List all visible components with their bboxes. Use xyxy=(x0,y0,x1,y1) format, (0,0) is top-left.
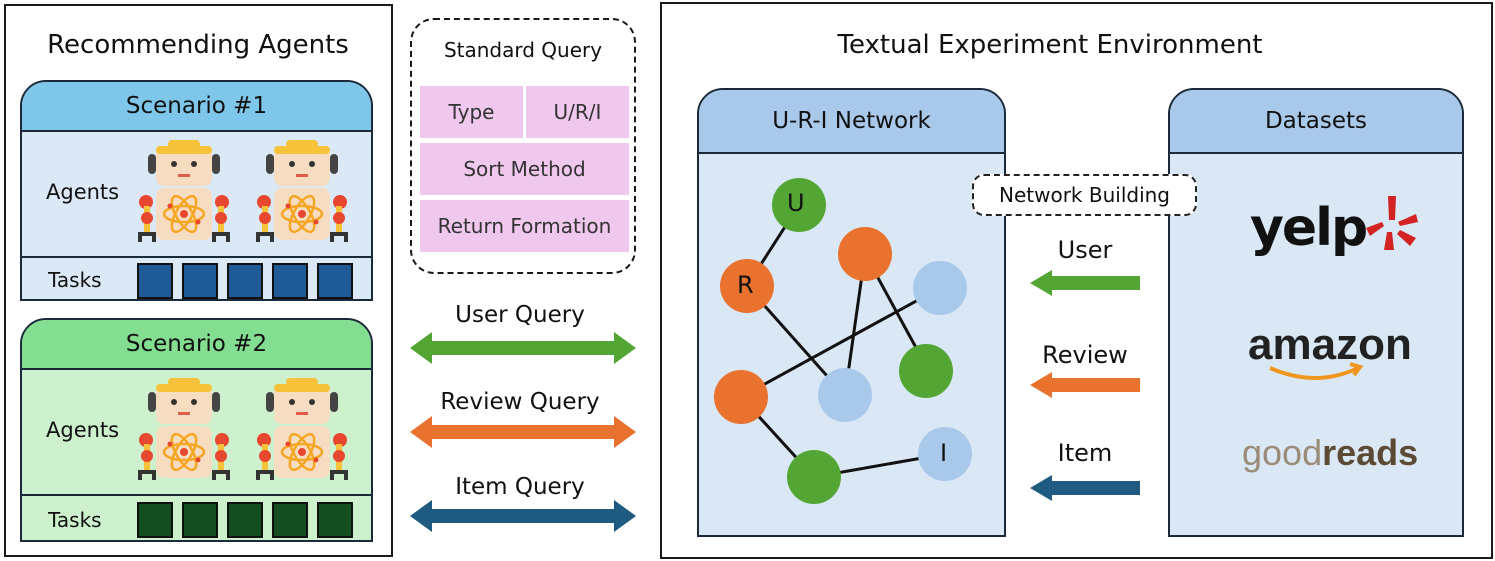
task-box xyxy=(272,502,308,538)
task-box xyxy=(137,502,173,538)
user-node xyxy=(899,344,953,398)
task-box xyxy=(272,263,308,299)
recommending-agents-title: Recommending Agents xyxy=(47,30,349,60)
node-label-i: I xyxy=(940,439,948,467)
item-node xyxy=(918,427,972,481)
query-field-sort-method: Sort Method xyxy=(420,143,629,195)
scenario-1-tasks-label: Tasks xyxy=(48,268,102,292)
user-node xyxy=(772,178,826,232)
scenario-1-agents-label: Agents xyxy=(46,180,120,204)
review-node xyxy=(838,227,892,281)
review-node xyxy=(720,259,774,313)
goodreads-logo: goodreads xyxy=(1242,432,1419,473)
scenario-2-tasks-label: Tasks xyxy=(48,508,102,532)
user-node xyxy=(787,450,841,504)
scenario-2-tasks-row: Tasks xyxy=(22,494,371,540)
node-label-u: U xyxy=(787,189,805,217)
query-field-type: Type xyxy=(420,86,523,138)
review-flow-label: Review xyxy=(1042,341,1128,369)
query-field-return-formation: Return Formation xyxy=(420,200,629,252)
node-label-r: R xyxy=(737,271,754,299)
amazon-logo: amazon xyxy=(1248,320,1412,369)
user-query-label: User Query xyxy=(455,302,585,328)
item-node xyxy=(913,261,967,315)
scenario-1-title: Scenario #1 xyxy=(22,82,371,132)
review-query-label: Review Query xyxy=(440,389,600,415)
review-query-arrow xyxy=(410,416,636,448)
robot-icon xyxy=(137,138,231,244)
yelp-burst-icon xyxy=(1366,196,1418,250)
review-node xyxy=(714,370,768,424)
yelp-logo: yelp xyxy=(1250,198,1368,258)
robot-icon xyxy=(255,376,349,482)
task-box xyxy=(317,263,353,299)
item-query-arrow xyxy=(410,500,636,532)
item-flow-label: Item xyxy=(1057,439,1113,467)
task-box xyxy=(137,263,173,299)
item-query-label: Item Query xyxy=(455,474,585,500)
scenario-1: Scenario #1 Agents Tasks xyxy=(20,80,373,301)
standard-query-title: Standard Query xyxy=(443,38,603,62)
uri-network-title: U-R-I Network xyxy=(699,90,1004,154)
task-box xyxy=(227,263,263,299)
datasets-panel: Datasets yelp amazon goodreads xyxy=(1168,88,1464,537)
task-box xyxy=(227,502,263,538)
network-building-label: Network Building xyxy=(972,174,1197,216)
environment-title: Textual Experiment Environment xyxy=(837,30,1263,60)
scenario-2-title: Scenario #2 xyxy=(22,320,371,370)
item-node xyxy=(818,368,872,422)
robot-icon xyxy=(255,138,349,244)
uri-network-panel: U-R-I Network U R I xyxy=(697,88,1006,537)
scenario-2-agents-label: Agents xyxy=(46,418,120,442)
user-flow-label: User xyxy=(1057,236,1113,264)
task-box xyxy=(182,263,218,299)
review-flow-arrow xyxy=(1030,372,1140,398)
standard-query-box: Standard Query Type U/R/I Sort Method Re… xyxy=(410,18,636,274)
datasets-title: Datasets xyxy=(1170,90,1462,154)
item-flow-arrow xyxy=(1030,475,1140,501)
uri-network-graph xyxy=(714,178,972,504)
query-field-uri: U/R/I xyxy=(526,86,629,138)
user-query-arrow xyxy=(410,332,636,364)
robot-icon xyxy=(137,376,231,482)
amazon-smile-icon xyxy=(1269,362,1364,380)
task-box xyxy=(182,502,218,538)
scenario-1-tasks-row: Tasks xyxy=(22,256,371,299)
user-flow-arrow xyxy=(1030,270,1140,296)
scenario-2: Scenario #2 Agents Tasks xyxy=(20,318,373,542)
task-box xyxy=(317,502,353,538)
